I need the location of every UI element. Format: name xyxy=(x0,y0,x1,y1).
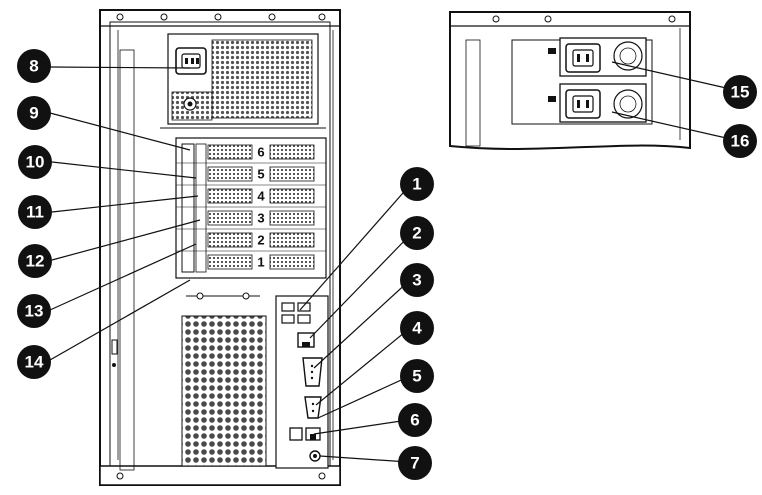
slot-row-3: 3 xyxy=(207,211,315,226)
callout-3: 3 xyxy=(400,263,434,297)
redundant-psu-inset xyxy=(449,11,691,150)
callout-7: 7 xyxy=(398,446,432,480)
expansion-slots: 6 5 4 3 2 1 xyxy=(175,137,327,279)
slot-row-2: 2 xyxy=(207,233,315,248)
slot-row-4: 4 xyxy=(207,189,315,204)
slot-label-6: 6 xyxy=(257,145,264,160)
svg-text:11: 11 xyxy=(26,203,44,222)
svg-text:4: 4 xyxy=(412,319,422,338)
slot-label-3: 3 xyxy=(257,211,264,226)
callout-8: 8 xyxy=(17,49,51,83)
callout-10: 10 xyxy=(18,145,52,179)
serial-port xyxy=(304,396,322,419)
cable-lock-bracket xyxy=(186,292,260,300)
callout-12: 12 xyxy=(18,244,52,278)
callout-15: 15 xyxy=(723,75,757,109)
slot-label-1: 1 xyxy=(257,255,264,270)
slot-row-6: 6 xyxy=(207,145,315,160)
video-port xyxy=(302,357,323,387)
svg-text:7: 7 xyxy=(410,454,419,473)
psu-vent-grille xyxy=(211,39,313,119)
callout-5: 5 xyxy=(400,359,434,393)
slot-label-2: 2 xyxy=(257,233,264,248)
callout-14: 14 xyxy=(17,345,51,379)
svg-text:15: 15 xyxy=(731,83,750,102)
slot-label-5: 5 xyxy=(257,167,264,182)
callout-11: 11 xyxy=(18,195,52,229)
svg-text:2: 2 xyxy=(412,224,421,243)
svg-text:9: 9 xyxy=(29,104,38,123)
svg-text:5: 5 xyxy=(412,367,421,386)
slot-row-1: 1 xyxy=(207,255,315,270)
callout-13: 13 xyxy=(17,294,51,328)
io-port-column xyxy=(275,295,329,469)
ac-power-receptacle xyxy=(175,47,207,75)
svg-text:14: 14 xyxy=(25,353,44,372)
uid-button xyxy=(309,450,321,462)
svg-text:13: 13 xyxy=(25,302,44,321)
svg-text:3: 3 xyxy=(412,271,421,290)
rear-fan-vent xyxy=(181,315,267,467)
slot-row-5: 5 xyxy=(207,167,315,182)
svg-text:12: 12 xyxy=(26,252,45,271)
slot-label-4: 4 xyxy=(257,189,265,204)
callout-1: 1 xyxy=(400,167,434,201)
callout-9: 9 xyxy=(17,96,51,130)
callout-6: 6 xyxy=(398,403,432,437)
callout-16: 16 xyxy=(723,124,757,158)
callout-4: 4 xyxy=(400,311,434,345)
svg-text:16: 16 xyxy=(731,132,750,151)
ps2-ports xyxy=(289,427,321,441)
network-port xyxy=(297,332,315,348)
callout-2: 2 xyxy=(400,216,434,250)
hot-plug-psu-2 xyxy=(548,83,647,123)
usb-ports xyxy=(281,302,311,324)
hot-plug-psu-1 xyxy=(548,37,647,77)
svg-text:6: 6 xyxy=(410,411,419,430)
svg-text:8: 8 xyxy=(29,57,38,76)
svg-text:1: 1 xyxy=(412,175,421,194)
svg-text:10: 10 xyxy=(26,153,45,172)
power-supply-bay xyxy=(160,33,326,129)
leader-lines xyxy=(49,61,736,463)
